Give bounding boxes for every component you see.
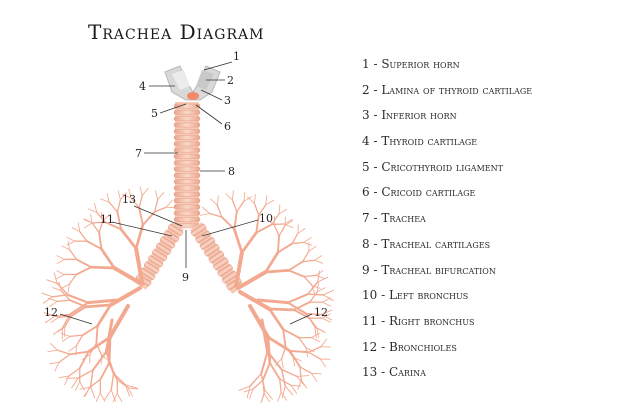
legend-list: 1 - Superior horn 2 - Lamina of thyroid … <box>362 52 532 386</box>
bronchioles-right <box>41 186 176 403</box>
trachea <box>173 102 201 229</box>
legend-item-3: 3 - Inferior horn <box>362 108 457 123</box>
legend-item-11: 11 - Right bronchus <box>362 313 475 328</box>
callout-10: 10 <box>259 212 273 225</box>
callout-8: 8 <box>228 165 235 178</box>
diagram-title: Trachea Diagram <box>88 20 265 44</box>
callout-12-left: 12 <box>44 306 58 319</box>
legend-item-6: 6 - Cricoid cartilage <box>362 185 476 200</box>
callout-9: 9 <box>182 271 189 284</box>
legend-item-5: 5 - Cricothyroid ligament <box>362 159 503 174</box>
bronchioles-left <box>200 190 334 404</box>
callout-1: 1 <box>233 50 240 63</box>
legend-item-12: 12 - Bronchioles <box>362 339 457 354</box>
callout-numbers: 1 2 3 4 5 6 7 8 9 10 11 12 12 13 <box>44 50 328 319</box>
callout-12-right: 12 <box>314 306 328 319</box>
callout-11: 11 <box>100 213 114 226</box>
callout-5: 5 <box>151 107 158 120</box>
callout-7: 7 <box>135 147 142 160</box>
legend-item-8: 8 - Tracheal cartilages <box>362 236 491 251</box>
legend-item-9: 9 - Tracheal bifurcation <box>362 262 496 277</box>
thyroid-cartilage <box>164 65 221 101</box>
legend-item-13: 13 - Carina <box>362 365 426 380</box>
legend-item-7: 7 - Trachea <box>362 211 426 226</box>
legend-item-2: 2 - Lamina of thyroid cartilage <box>362 82 533 97</box>
callout-13: 13 <box>122 193 136 206</box>
leader-lines <box>59 61 313 325</box>
legend-item-4: 4 - Thyroid cartilage <box>362 134 478 149</box>
legend-item-10: 10 - Left bronchus <box>362 288 469 303</box>
callout-2: 2 <box>227 74 234 87</box>
callout-3: 3 <box>224 94 231 107</box>
callout-4: 4 <box>139 80 146 93</box>
cricothyroid-ligament <box>187 92 199 100</box>
callout-6: 6 <box>224 120 231 133</box>
legend-item-1: 1 - Superior horn <box>362 57 460 71</box>
